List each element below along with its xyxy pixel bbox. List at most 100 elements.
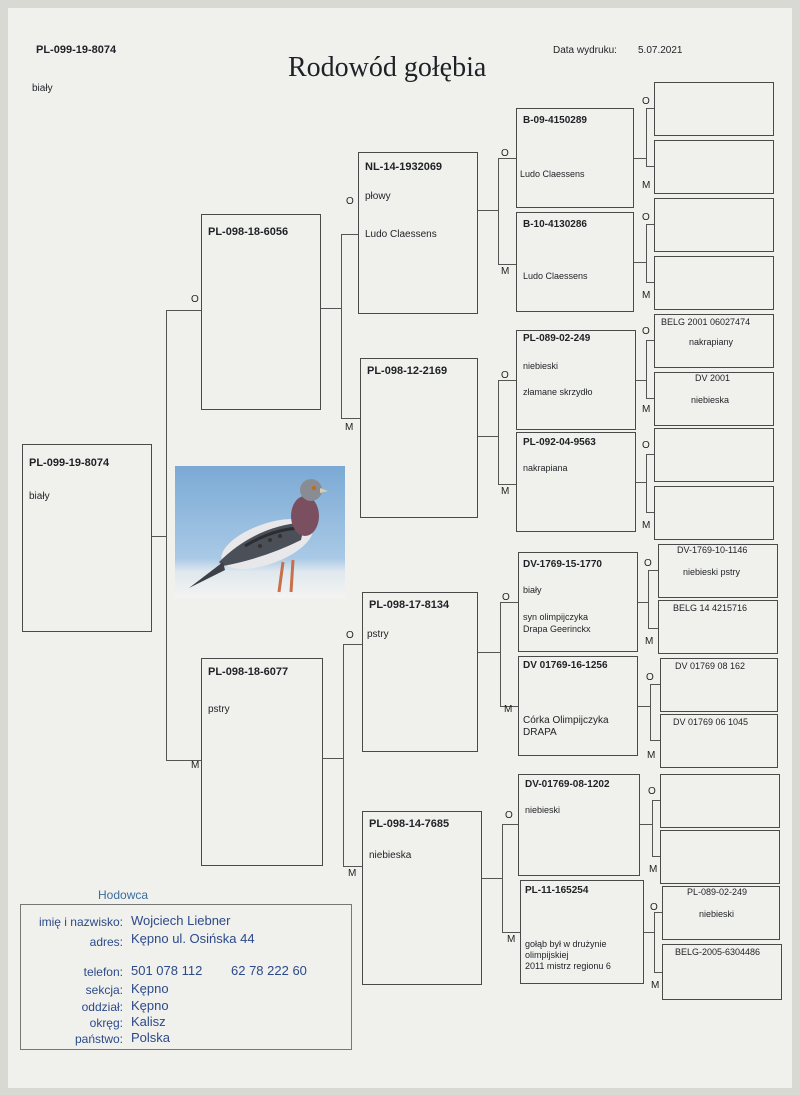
father-ring: PL-098-18-6056 [208,226,289,238]
g4-box-16: BELG-2005-6304486 [662,944,782,1000]
connector [498,484,516,485]
connector [646,512,654,513]
connector [498,380,499,484]
fff-note: Ludo Claessens [520,169,585,179]
g4-box-15: PL-089-02-249 niebieski [662,886,780,940]
sire-marker: O [191,294,199,305]
mfm-m-ring: DV 01769 06 1045 [673,717,749,727]
mff-m-ring: BELG 14 4215716 [673,603,748,613]
mff-note2: Drapa Geerinckx [523,624,591,634]
connector [502,824,518,825]
connector [652,856,660,857]
connector [478,210,498,211]
connector [500,602,518,603]
connector [636,380,646,381]
connector [646,398,654,399]
breeder-country: Polska [131,1030,171,1045]
mmm-box: PL-11-165254 gołąb był w drużynie olimpi… [520,880,644,984]
fmm-box: PL-092-04-9563 nakrapiana [516,432,636,532]
sire-marker: O [642,212,650,223]
dam-marker: M [191,760,200,771]
mm-ring: PL-098-14-7685 [369,818,450,830]
mmm-ring: PL-11-165254 [525,885,589,896]
connector [646,108,647,166]
connector [498,380,516,381]
breeder-district-label: okręg: [89,1016,123,1030]
sire-marker: O [346,630,354,641]
dam-marker: M [647,750,656,761]
sire-marker: O [501,148,509,159]
mfm-ring: DV 01769-16-1256 [523,660,608,671]
sire-marker: O [650,902,658,913]
g4-box-7 [654,428,774,482]
dam-marker: M [501,486,510,497]
breeder-address: Kępno ul. Osińska 44 [131,931,255,946]
mmm-note1: gołąb był w drużynie [525,939,607,949]
mmm-note3: 2011 mistrz regionu 6 [525,961,611,971]
ffm-ring: B-10-4130286 [523,219,587,230]
connector [646,224,654,225]
breeder-section: Kępno [131,981,169,996]
mff-note1: syn olimpijczyka [523,612,589,622]
mff-f-color: niebieski pstry [683,567,741,577]
g4-box-9: DV-1769-10-1146 niebieski pstry [658,544,778,598]
connector [343,644,344,866]
g4-box-12: DV 01769 06 1045 [660,714,778,768]
connector [646,282,654,283]
connector [478,652,500,653]
mmf-color: niebieski [525,805,561,815]
page-title: Rodowód gołębia [288,52,487,83]
dam-marker: M [504,704,513,715]
mff-box: DV-1769-15-1770 biały syn olimpijczyka D… [518,552,638,652]
fmm-ring: PL-092-04-9563 [523,437,596,448]
dam-marker: M [642,180,651,191]
connector [482,878,502,879]
sire-marker: O [642,326,650,337]
connector [650,684,660,685]
ffm-note: Ludo Claessens [523,271,588,281]
fmf-f-color: nakrapiany [689,337,734,347]
connector [646,454,647,512]
mf-box: PL-098-17-8134 pstry [362,592,478,752]
mfm-note1: Córka Olimpijczyka [523,715,609,726]
ff-color: płowy [365,191,391,202]
fmf-ring: PL-089-02-249 [523,333,591,344]
connector [502,932,520,933]
breeder-name-label: imię i nazwisko: [38,915,123,929]
connector [648,628,658,629]
pigeon-image [189,479,328,593]
connector [646,340,647,398]
sire-marker: O [346,196,354,207]
mmm-f-color: niebieski [699,909,735,919]
ffm-box: B-10-4130286 Ludo Claessens [516,212,634,312]
mmm-f-ring: PL-089-02-249 [687,887,748,897]
breeder-country-label: państwo: [74,1032,123,1046]
breeder-section-label: sekcja: [85,983,123,997]
fmf-f-ring: BELG 2001 06027474 [661,317,751,327]
connector [323,758,343,759]
father-box: PL-098-18-6056 [201,214,321,410]
g4-box-10: BELG 14 4215716 [658,600,778,654]
fmf-box: PL-089-02-249 niebieski złamane skrzydło [516,330,636,430]
fff-box: B-09-4150289 Ludo Claessens [516,108,634,208]
breeder-branch: Kępno [131,998,169,1013]
subject-color: biały [29,491,50,502]
connector [646,224,647,282]
sire-marker: O [642,440,650,451]
connector [648,570,649,628]
connector [650,740,660,741]
connector [498,158,516,159]
connector [341,234,342,418]
fmf-m-ring: DV 2001 [695,373,731,383]
connector [500,706,518,707]
print-date: 5.07.2021 [638,45,683,56]
dam-marker: M [501,266,510,277]
dam-marker: M [651,980,660,991]
connector [646,108,654,109]
fm-box: PL-098-12-2169 [360,358,478,518]
connector [478,436,498,437]
mff-f-ring: DV-1769-10-1146 [677,545,748,555]
g4-box-4 [654,256,774,310]
ff-breeder: Ludo Claessens [365,229,437,240]
connector [638,602,648,603]
